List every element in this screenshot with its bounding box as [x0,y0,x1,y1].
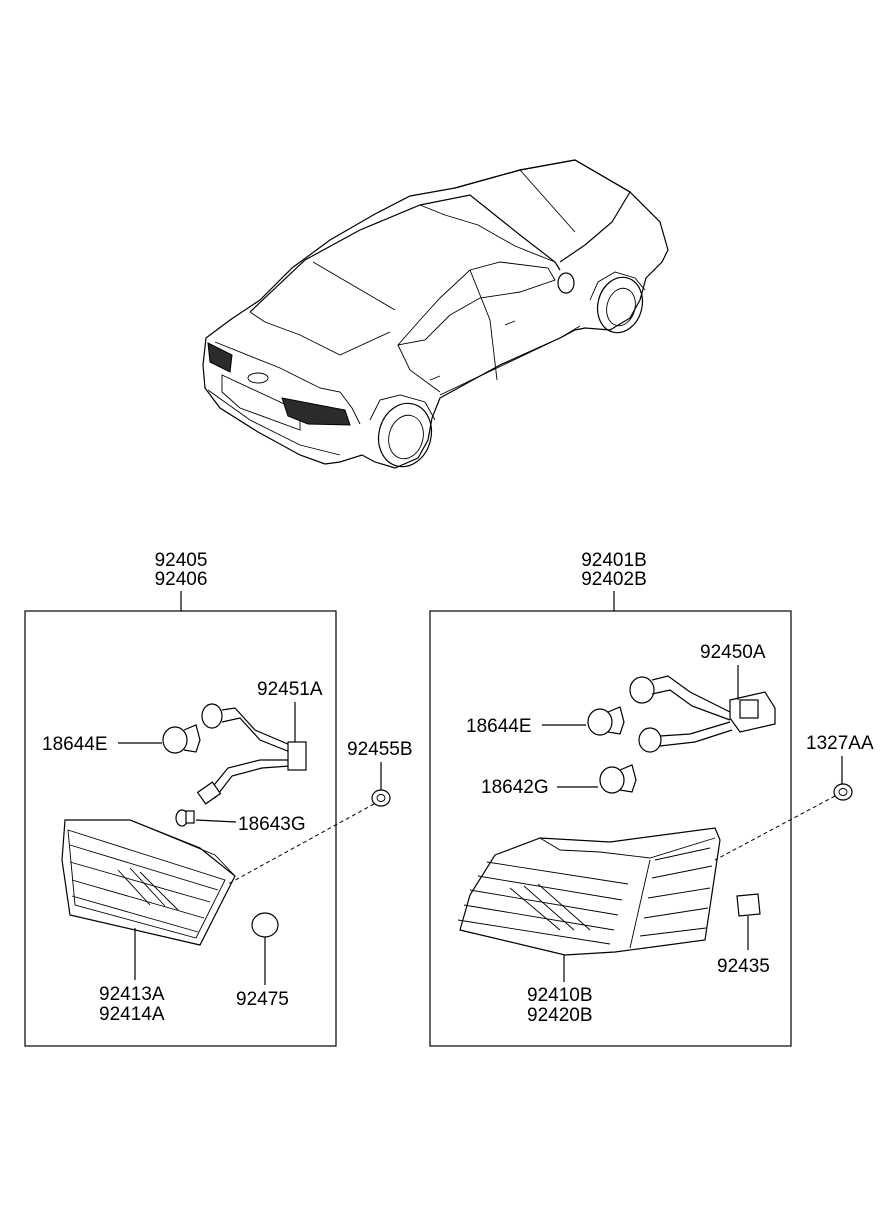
label-92450A: 92450A [700,642,766,663]
label-92414A: 92414A [99,1004,165,1025]
left-lamp-lens [61,819,236,946]
right-assembly: 92401B 92402B 92450A 18644E 1864 [429,550,792,1047]
label-92435: 92435 [717,956,770,977]
label-18642G: 18642G [481,777,549,798]
left-fastener: 92455B [227,739,413,885]
right-fastener: 1327AA [714,733,874,861]
label-18643G: 18643G [238,814,306,835]
right-harness [629,675,776,753]
right-bulb-18644e [587,706,625,736]
label-92451A: 92451A [257,679,323,700]
car-illustration [202,159,669,469]
left-assembly: 92405 92406 92451A 18644E 18643G [24,550,337,1047]
label-right-18644E: 18644E [466,716,532,737]
right-lamp-lens [457,827,721,956]
label-92410B: 92410B [527,985,593,1006]
cap-92475 [251,912,279,938]
label-92475: 92475 [236,989,289,1010]
label-92455B: 92455B [347,739,413,760]
left-harness [196,703,307,805]
label-left-18644E: 18644E [42,734,108,755]
label-92413A: 92413A [99,984,165,1005]
right-assembly-box [429,610,792,1047]
label-92420B: 92420B [527,1005,593,1026]
pad-92435 [736,893,761,917]
left-assembly-header-line1: 92405 [155,550,208,571]
right-assembly-header-line1: 92401B [581,550,647,571]
left-assembly-header-line2: 92406 [155,569,208,590]
right-assembly-header-line2: 92402B [581,569,647,590]
left-tail-lamp-on-car [207,342,233,373]
right-bulb-18642g [599,764,637,794]
label-1327AA: 1327AA [806,733,874,754]
left-bulb-18643g [175,809,195,827]
right-tail-lamp-on-car [281,397,351,426]
left-bulb-18644e [162,724,201,754]
left-assembly-box [24,610,337,1047]
